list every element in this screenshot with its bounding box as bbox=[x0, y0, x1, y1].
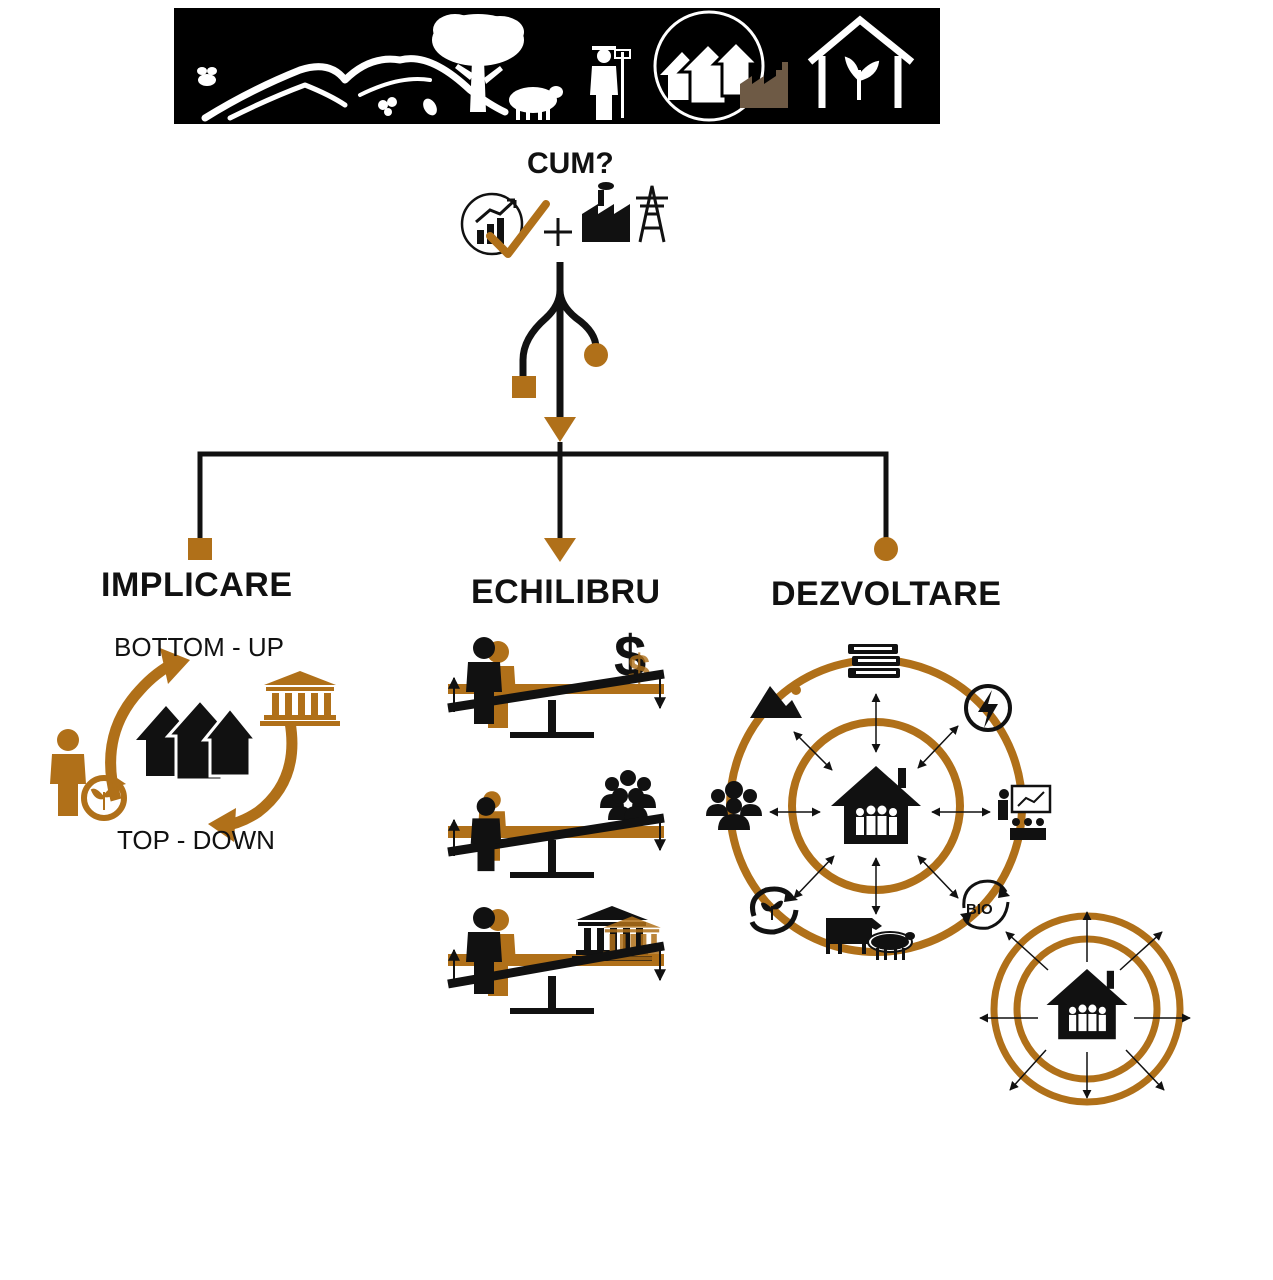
dezvoltare-title: DEZVOLTARE bbox=[771, 575, 1002, 613]
splitter-connector bbox=[519, 262, 600, 420]
industry-power-icon bbox=[582, 182, 668, 243]
presentation-icon bbox=[998, 784, 1052, 840]
farmer-icon bbox=[590, 46, 631, 120]
svg-text:$: $ bbox=[628, 647, 650, 691]
institution-icon bbox=[260, 671, 340, 726]
svg-text:BIO: BIO bbox=[966, 901, 993, 918]
seeds-icon bbox=[378, 97, 437, 116]
development-rings: BIO bbox=[706, 644, 1052, 960]
header-banner bbox=[174, 8, 940, 124]
growth-chart-icon bbox=[460, 192, 550, 258]
livestock-icon bbox=[826, 918, 915, 960]
square-marker bbox=[512, 376, 536, 398]
energy-icon bbox=[964, 684, 1012, 732]
dezvoltare-marker bbox=[874, 537, 898, 561]
implicare-title: IMPLICARE bbox=[101, 566, 293, 604]
houses-icon bbox=[136, 697, 260, 782]
plus-icon bbox=[544, 218, 572, 246]
balance-institution bbox=[447, 906, 666, 1014]
citizen-icon bbox=[50, 729, 86, 816]
bottom-up-label: BOTTOM - UP bbox=[114, 632, 284, 662]
recycle-plant-icon bbox=[749, 886, 799, 935]
question-label: CUM? bbox=[527, 147, 614, 180]
bio-recycle-icon: BIO bbox=[960, 879, 1010, 930]
tree-icon bbox=[432, 14, 524, 112]
books-icon bbox=[848, 644, 900, 678]
expansion-rings bbox=[979, 911, 1191, 1106]
balance-money: $ $ bbox=[447, 624, 666, 738]
balance-group bbox=[447, 770, 666, 878]
circle-marker bbox=[584, 343, 608, 367]
mountains-icon bbox=[201, 55, 509, 122]
people-icon bbox=[706, 781, 762, 830]
greenhouse-icon bbox=[807, 15, 915, 108]
group-icon bbox=[600, 770, 656, 820]
echilibru-title: ECHILIBRU bbox=[471, 573, 661, 611]
top-down-label: TOP - DOWN bbox=[117, 825, 275, 855]
bee-icon bbox=[197, 67, 217, 86]
implicare-cycle bbox=[50, 648, 340, 842]
recycle-plant-icon bbox=[81, 775, 127, 821]
factory-icon bbox=[740, 62, 788, 108]
triangle-marker bbox=[544, 417, 576, 442]
bottom-up-arrow bbox=[105, 657, 179, 802]
sheep-icon bbox=[509, 86, 563, 120]
implicare-marker bbox=[188, 538, 212, 560]
community-house-icon bbox=[831, 766, 921, 844]
branch-connector bbox=[197, 442, 889, 540]
village-houses-icon bbox=[653, 10, 765, 122]
echilibru-marker bbox=[544, 538, 576, 562]
landscape-icon bbox=[750, 685, 802, 718]
